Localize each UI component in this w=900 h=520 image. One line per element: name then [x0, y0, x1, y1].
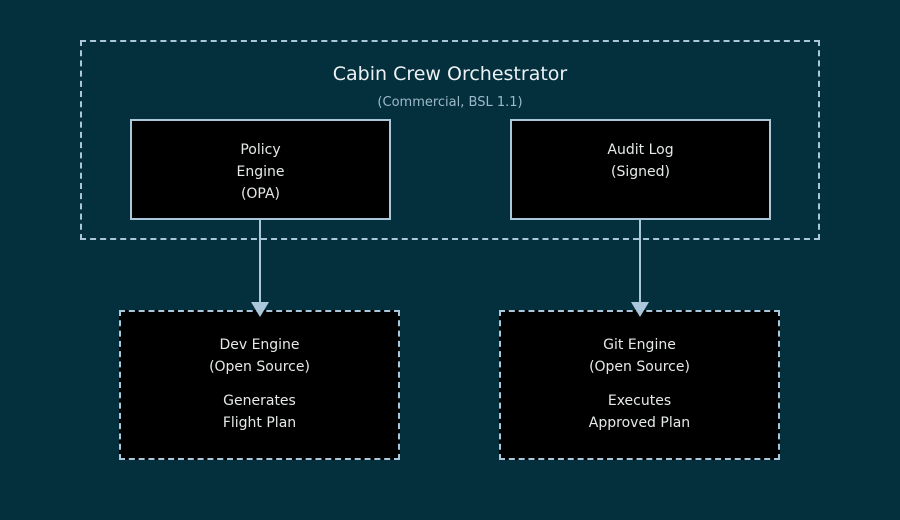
orchestrator-title: Cabin Crew Orchestrator — [332, 63, 568, 85]
node-text-line: (Signed) — [611, 164, 670, 180]
node-text-line: Flight Plan — [222, 415, 297, 431]
orchestrator-container: Cabin Crew Orchestrator (Commercial, BSL… — [80, 40, 820, 240]
node-title-block: Dev Engine (Open Source) — [121, 334, 398, 378]
node-body-block: Generates Flight Plan — [121, 390, 398, 434]
node-text-line: Policy — [240, 142, 281, 158]
node-text-line: Git Engine — [603, 337, 676, 353]
node-text-line: Audit Log — [607, 142, 674, 158]
node-body-block: Executes Approved Plan — [501, 390, 778, 434]
node-dev-engine: Dev Engine (Open Source) Generates Fligh… — [119, 310, 400, 460]
node-text-line: (OPA) — [240, 186, 281, 202]
node-text-line: Dev Engine — [219, 337, 300, 353]
orchestrator-subtitle: (Commercial, BSL 1.1) — [377, 95, 523, 110]
node-git-engine: Git Engine (Open Source) Executes Approv… — [499, 310, 780, 460]
node-text-line: Executes — [607, 393, 672, 409]
node-audit-log: Audit Log (Signed) — [510, 119, 771, 220]
node-title-block: Git Engine (Open Source) — [501, 334, 778, 378]
node-text-line: Engine — [236, 164, 285, 180]
node-text-line: (Open Source) — [589, 359, 690, 375]
node-text-line: (Open Source) — [209, 359, 310, 375]
node-policy-engine: Policy Engine (OPA) — [130, 119, 391, 220]
node-text-line: Approved Plan — [588, 415, 691, 431]
node-text-line: Generates — [223, 393, 296, 409]
